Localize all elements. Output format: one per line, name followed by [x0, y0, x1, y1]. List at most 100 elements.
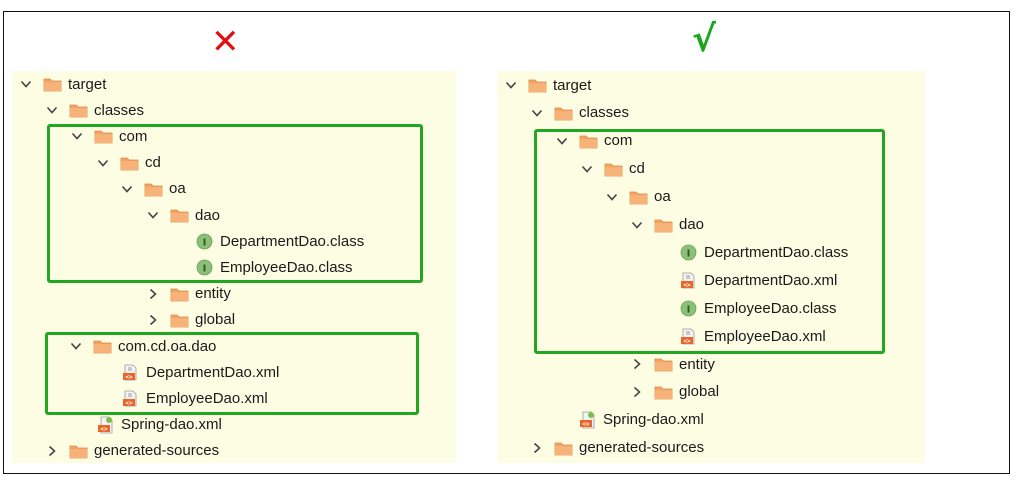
folder-icon — [654, 216, 673, 233]
chevron-down-icon[interactable] — [629, 217, 645, 233]
tree-node-label: oa — [169, 180, 186, 198]
svg-text:<>: <> — [100, 426, 108, 433]
chevron-down-icon[interactable] — [68, 338, 84, 354]
folder-icon — [93, 338, 112, 355]
chevron-down-icon[interactable] — [529, 105, 545, 121]
tree-node-left-cd[interactable]: cd — [95, 151, 161, 175]
tree-node-right-com[interactable]: com — [554, 129, 632, 153]
tree-node-right-generated-sources[interactable]: generated-sources — [529, 436, 704, 460]
tree-node-label: EmployeeDao.class — [704, 299, 837, 317]
folder-icon — [554, 104, 573, 121]
highlight-box-class-package — [47, 124, 423, 283]
xml-file-icon: <> — [121, 364, 140, 381]
tree-node-right-oa[interactable]: oa — [604, 185, 671, 209]
tree-node-label: DepartmentDao.xml — [146, 363, 280, 381]
tree-node-left-global[interactable]: global — [145, 308, 235, 332]
tree-node-label: target — [68, 75, 107, 93]
tree-node-left-entity[interactable]: entity — [145, 282, 231, 306]
chevron-right-icon[interactable] — [529, 440, 545, 456]
tree-node-left-employeedao-class[interactable]: I EmployeeDao.class — [170, 255, 353, 279]
chevron-down-icon[interactable] — [604, 189, 620, 205]
tree-node-right-target[interactable]: target — [503, 73, 591, 97]
chevron-down-icon[interactable] — [18, 76, 34, 92]
tree-node-right-entity[interactable]: entity — [629, 352, 715, 376]
chevron-right-icon[interactable] — [145, 286, 161, 302]
tree-node-right-cd[interactable]: cd — [579, 157, 645, 181]
tree-node-label: entity — [679, 355, 715, 373]
tree-node-label: classes — [579, 104, 630, 122]
tree-node-left-generated-sources[interactable]: generated-sources — [44, 439, 219, 463]
tree-node-label: DepartmentDao.class — [220, 232, 365, 250]
folder-icon — [170, 311, 189, 328]
tree-node-label: Spring-dao.xml — [121, 416, 222, 434]
tree-node-label: entity — [195, 285, 231, 303]
chevron-down-icon[interactable] — [44, 102, 60, 118]
tree-node-label: DepartmentDao.class — [704, 243, 849, 261]
highlight-box-xml-package — [45, 332, 419, 415]
chevron-right-icon[interactable] — [629, 384, 645, 400]
tree-node-label: cd — [145, 154, 161, 172]
tree-node-left-departmentdao-xml[interactable]: <> DepartmentDao.xml — [96, 360, 279, 384]
project-tree-incorrect — [12, 71, 456, 463]
folder-icon — [654, 356, 673, 373]
tree-node-left-employeedao-xml[interactable]: <> EmployeeDao.xml — [96, 386, 268, 410]
tree-node-left-oa[interactable]: oa — [119, 177, 186, 201]
highlight-box-merged-package — [534, 129, 885, 354]
svg-text:I: I — [687, 304, 691, 315]
tree-node-right-dao[interactable]: dao — [629, 213, 704, 237]
tree-node-right-departmentdao-class[interactable]: I DepartmentDao.class — [654, 240, 848, 264]
chevron-down-icon[interactable] — [145, 207, 161, 223]
tree-node-right-employeedao-xml[interactable]: <> EmployeeDao.xml — [654, 324, 826, 348]
chevron-down-icon[interactable] — [119, 181, 135, 197]
tree-node-label: EmployeeDao.class — [220, 258, 353, 276]
tree-node-left-departmentdao-class[interactable]: I DepartmentDao.class — [170, 229, 364, 253]
tree-node-left-classes[interactable]: classes — [44, 98, 144, 122]
tree-node-label: dao — [195, 206, 221, 224]
folder-icon — [629, 188, 648, 205]
folder-icon — [579, 132, 598, 149]
xml-file-icon: <> — [679, 328, 698, 345]
tree-node-left-com[interactable]: com — [69, 124, 147, 148]
tree-node-right-spring-dao-xml[interactable]: <> Spring-dao.xml — [553, 408, 704, 432]
tree-node-label: oa — [654, 188, 671, 206]
tree-node-right-employeedao-class[interactable]: I EmployeeDao.class — [654, 296, 837, 320]
tree-node-label: com.cd.oa.dao — [118, 337, 217, 355]
chevron-down-icon[interactable] — [69, 128, 85, 144]
spring-xml-icon: <> — [578, 411, 597, 429]
tree-node-label: EmployeeDao.xml — [704, 327, 826, 345]
folder-icon — [170, 207, 189, 224]
interface-class-icon: I — [679, 244, 698, 261]
tree-node-right-classes[interactable]: classes — [529, 101, 629, 125]
chevron-right-icon[interactable] — [629, 356, 645, 372]
chevron-down-icon[interactable] — [95, 155, 111, 171]
chevron-right-icon[interactable] — [44, 443, 60, 459]
svg-text:<>: <> — [125, 374, 133, 381]
tree-node-right-departmentdao-xml[interactable]: <> DepartmentDao.xml — [654, 268, 837, 292]
interface-class-icon: I — [195, 233, 214, 250]
tree-node-left-com-cd-oa-dao[interactable]: com.cd.oa.dao — [68, 334, 216, 358]
folder-icon — [69, 442, 88, 459]
tree-node-left-target[interactable]: target — [18, 72, 106, 96]
svg-text:<>: <> — [582, 421, 590, 428]
chevron-down-icon[interactable] — [503, 77, 519, 93]
tree-node-label: EmployeeDao.xml — [146, 389, 268, 407]
chevron-down-icon[interactable] — [579, 161, 595, 177]
folder-icon — [69, 102, 88, 119]
folder-icon — [170, 285, 189, 302]
tree-node-left-dao[interactable]: dao — [145, 203, 220, 227]
tree-node-left-spring-dao-xml[interactable]: <> Spring-dao.xml — [71, 413, 222, 437]
tree-node-label: com — [604, 132, 633, 150]
svg-text:I: I — [687, 248, 691, 259]
interface-class-icon: I — [195, 259, 214, 276]
correct-mark-icon: √ — [692, 19, 717, 60]
svg-text:I: I — [203, 263, 207, 274]
svg-text:<>: <> — [683, 338, 691, 345]
tree-node-label: generated-sources — [94, 442, 220, 460]
chevron-right-icon[interactable] — [145, 312, 161, 328]
chevron-down-icon[interactable] — [554, 133, 570, 149]
folder-icon — [654, 383, 673, 400]
tree-node-right-global[interactable]: global — [629, 380, 719, 404]
xml-file-icon: <> — [679, 272, 698, 289]
xml-file-icon: <> — [121, 390, 140, 407]
svg-text:I: I — [203, 237, 207, 248]
